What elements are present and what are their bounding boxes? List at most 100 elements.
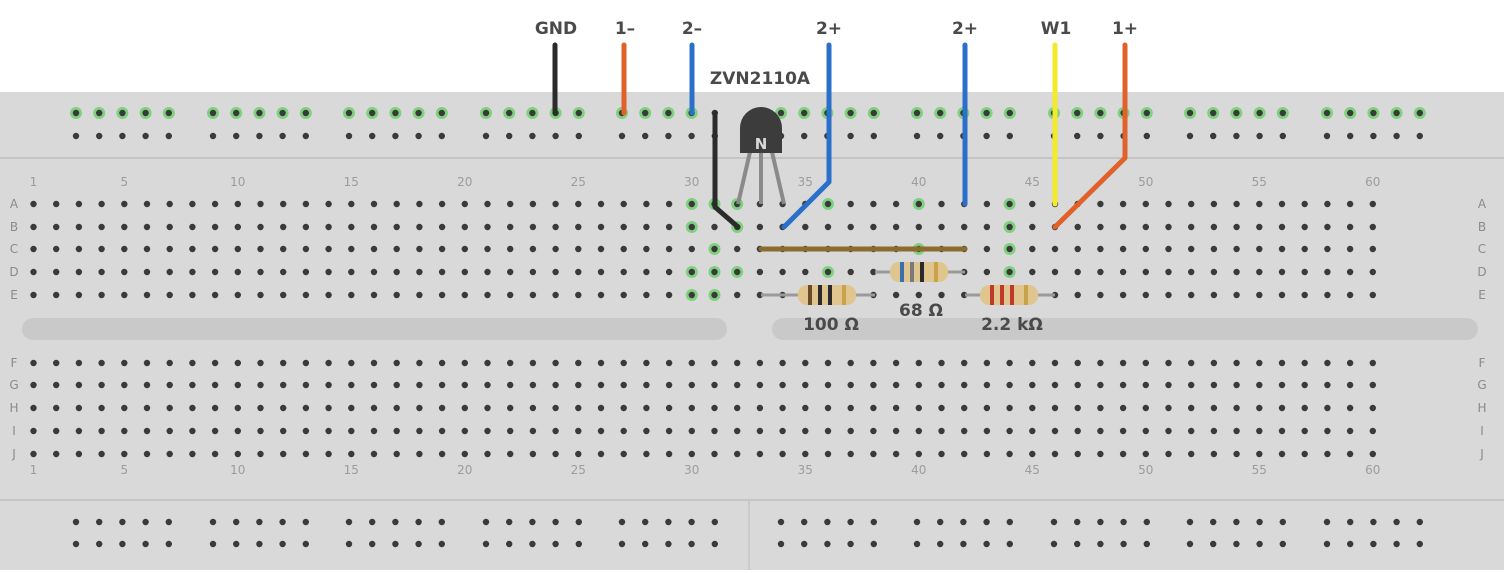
terminal-hole[interactable] [529, 291, 537, 299]
terminal-hole[interactable] [1119, 404, 1127, 412]
resistor-68-ohm[interactable] [875, 262, 965, 282]
terminal-hole[interactable] [1097, 245, 1104, 253]
terminal-hole[interactable] [915, 450, 922, 458]
rail-hole[interactable] [1074, 540, 1081, 548]
terminal-hole[interactable] [756, 450, 764, 458]
terminal-hole[interactable] [575, 268, 582, 276]
terminal-hole[interactable] [552, 427, 559, 435]
terminal-hole[interactable] [280, 381, 287, 389]
terminal-hole[interactable] [302, 245, 310, 253]
terminal-hole[interactable] [1142, 381, 1150, 389]
terminal-hole[interactable] [438, 268, 446, 276]
terminal-hole[interactable] [1301, 200, 1308, 208]
terminal-hole[interactable] [393, 404, 400, 412]
rail-hole[interactable] [165, 540, 172, 548]
rail-hole[interactable] [529, 518, 536, 526]
rail-hole[interactable] [256, 540, 263, 548]
terminal-hole[interactable] [257, 450, 264, 458]
terminal-hole[interactable] [665, 404, 673, 412]
rail-hole[interactable] [937, 540, 944, 548]
terminal-hole[interactable] [1324, 450, 1331, 458]
terminal-hole[interactable] [1256, 268, 1263, 276]
terminal-hole[interactable] [779, 381, 786, 389]
rail-hole[interactable] [506, 540, 513, 548]
terminal-hole[interactable] [938, 359, 945, 367]
terminal-hole[interactable] [211, 223, 219, 231]
rail-hole[interactable] [1416, 109, 1424, 117]
rail-hole[interactable] [392, 132, 399, 140]
terminal-hole[interactable] [325, 223, 332, 231]
terminal-hole[interactable] [461, 291, 468, 299]
terminal-hole[interactable] [189, 427, 196, 435]
terminal-hole[interactable] [665, 245, 673, 253]
terminal-hole[interactable] [1074, 381, 1081, 389]
terminal-hole[interactable] [234, 381, 241, 389]
terminal-hole[interactable] [30, 291, 37, 299]
terminal-hole[interactable] [1142, 404, 1150, 412]
rail-hole[interactable] [1256, 540, 1263, 548]
terminal-hole[interactable] [211, 268, 219, 276]
rail-hole[interactable] [119, 518, 126, 526]
rail-hole[interactable] [209, 132, 217, 140]
terminal-hole[interactable] [983, 245, 991, 253]
terminal-hole[interactable] [302, 223, 310, 231]
terminal-hole[interactable] [983, 200, 991, 208]
terminal-hole[interactable] [1233, 450, 1240, 458]
rail-hole[interactable] [256, 132, 263, 140]
terminal-hole[interactable] [1210, 381, 1218, 389]
rail-hole[interactable] [1347, 518, 1354, 526]
terminal-hole[interactable] [1256, 381, 1263, 389]
rail-hole[interactable] [913, 132, 921, 140]
terminal-hole[interactable] [98, 404, 105, 412]
terminal-hole[interactable] [847, 268, 854, 276]
terminal-hole[interactable] [1074, 404, 1081, 412]
terminal-hole[interactable] [257, 427, 264, 435]
terminal-hole[interactable] [189, 291, 196, 299]
terminal-hole[interactable] [1097, 427, 1104, 435]
rail-hole[interactable] [552, 540, 559, 548]
terminal-hole[interactable] [30, 200, 37, 208]
terminal-hole[interactable] [552, 268, 559, 276]
rail-hole[interactable] [233, 132, 240, 140]
terminal-hole[interactable] [1324, 200, 1331, 208]
terminal-hole[interactable] [507, 450, 514, 458]
terminal-hole[interactable] [280, 291, 287, 299]
terminal-hole[interactable] [847, 427, 854, 435]
rail-hole[interactable] [1074, 518, 1081, 526]
terminal-hole[interactable] [1074, 268, 1081, 276]
terminal-hole[interactable] [529, 245, 537, 253]
terminal-hole[interactable] [529, 450, 537, 458]
rail-hole[interactable] [142, 540, 149, 548]
terminal-hole[interactable] [121, 291, 128, 299]
terminal-hole[interactable] [234, 450, 241, 458]
terminal-hole[interactable] [1256, 223, 1263, 231]
terminal-hole[interactable] [734, 381, 741, 389]
terminal-hole[interactable] [234, 223, 241, 231]
terminal-hole[interactable] [938, 223, 945, 231]
terminal-hole[interactable] [711, 450, 718, 458]
terminal-hole[interactable] [393, 223, 400, 231]
terminal-hole[interactable] [1142, 427, 1150, 435]
terminal-hole[interactable] [824, 359, 832, 367]
terminal-hole[interactable] [1165, 359, 1172, 367]
terminal-hole[interactable] [552, 291, 559, 299]
terminal-hole[interactable] [756, 291, 764, 299]
rail-hole[interactable] [96, 540, 103, 548]
terminal-hole[interactable] [824, 427, 832, 435]
terminal-hole[interactable] [507, 223, 514, 231]
rail-hole[interactable] [983, 132, 990, 140]
terminal-hole[interactable] [393, 291, 400, 299]
terminal-hole[interactable] [1188, 404, 1195, 412]
terminal-hole[interactable] [688, 245, 695, 253]
terminal-hole[interactable] [438, 381, 446, 389]
rail-hole[interactable] [642, 132, 649, 140]
rail-hole[interactable] [1393, 518, 1400, 526]
terminal-hole[interactable] [1188, 291, 1195, 299]
terminal-hole[interactable] [870, 450, 877, 458]
rail-hole[interactable] [165, 109, 172, 117]
rail-hole[interactable] [1210, 109, 1217, 117]
terminal-hole[interactable] [597, 200, 605, 208]
terminal-hole[interactable] [734, 268, 741, 276]
terminal-hole[interactable] [1165, 200, 1172, 208]
terminal-hole[interactable] [643, 359, 650, 367]
